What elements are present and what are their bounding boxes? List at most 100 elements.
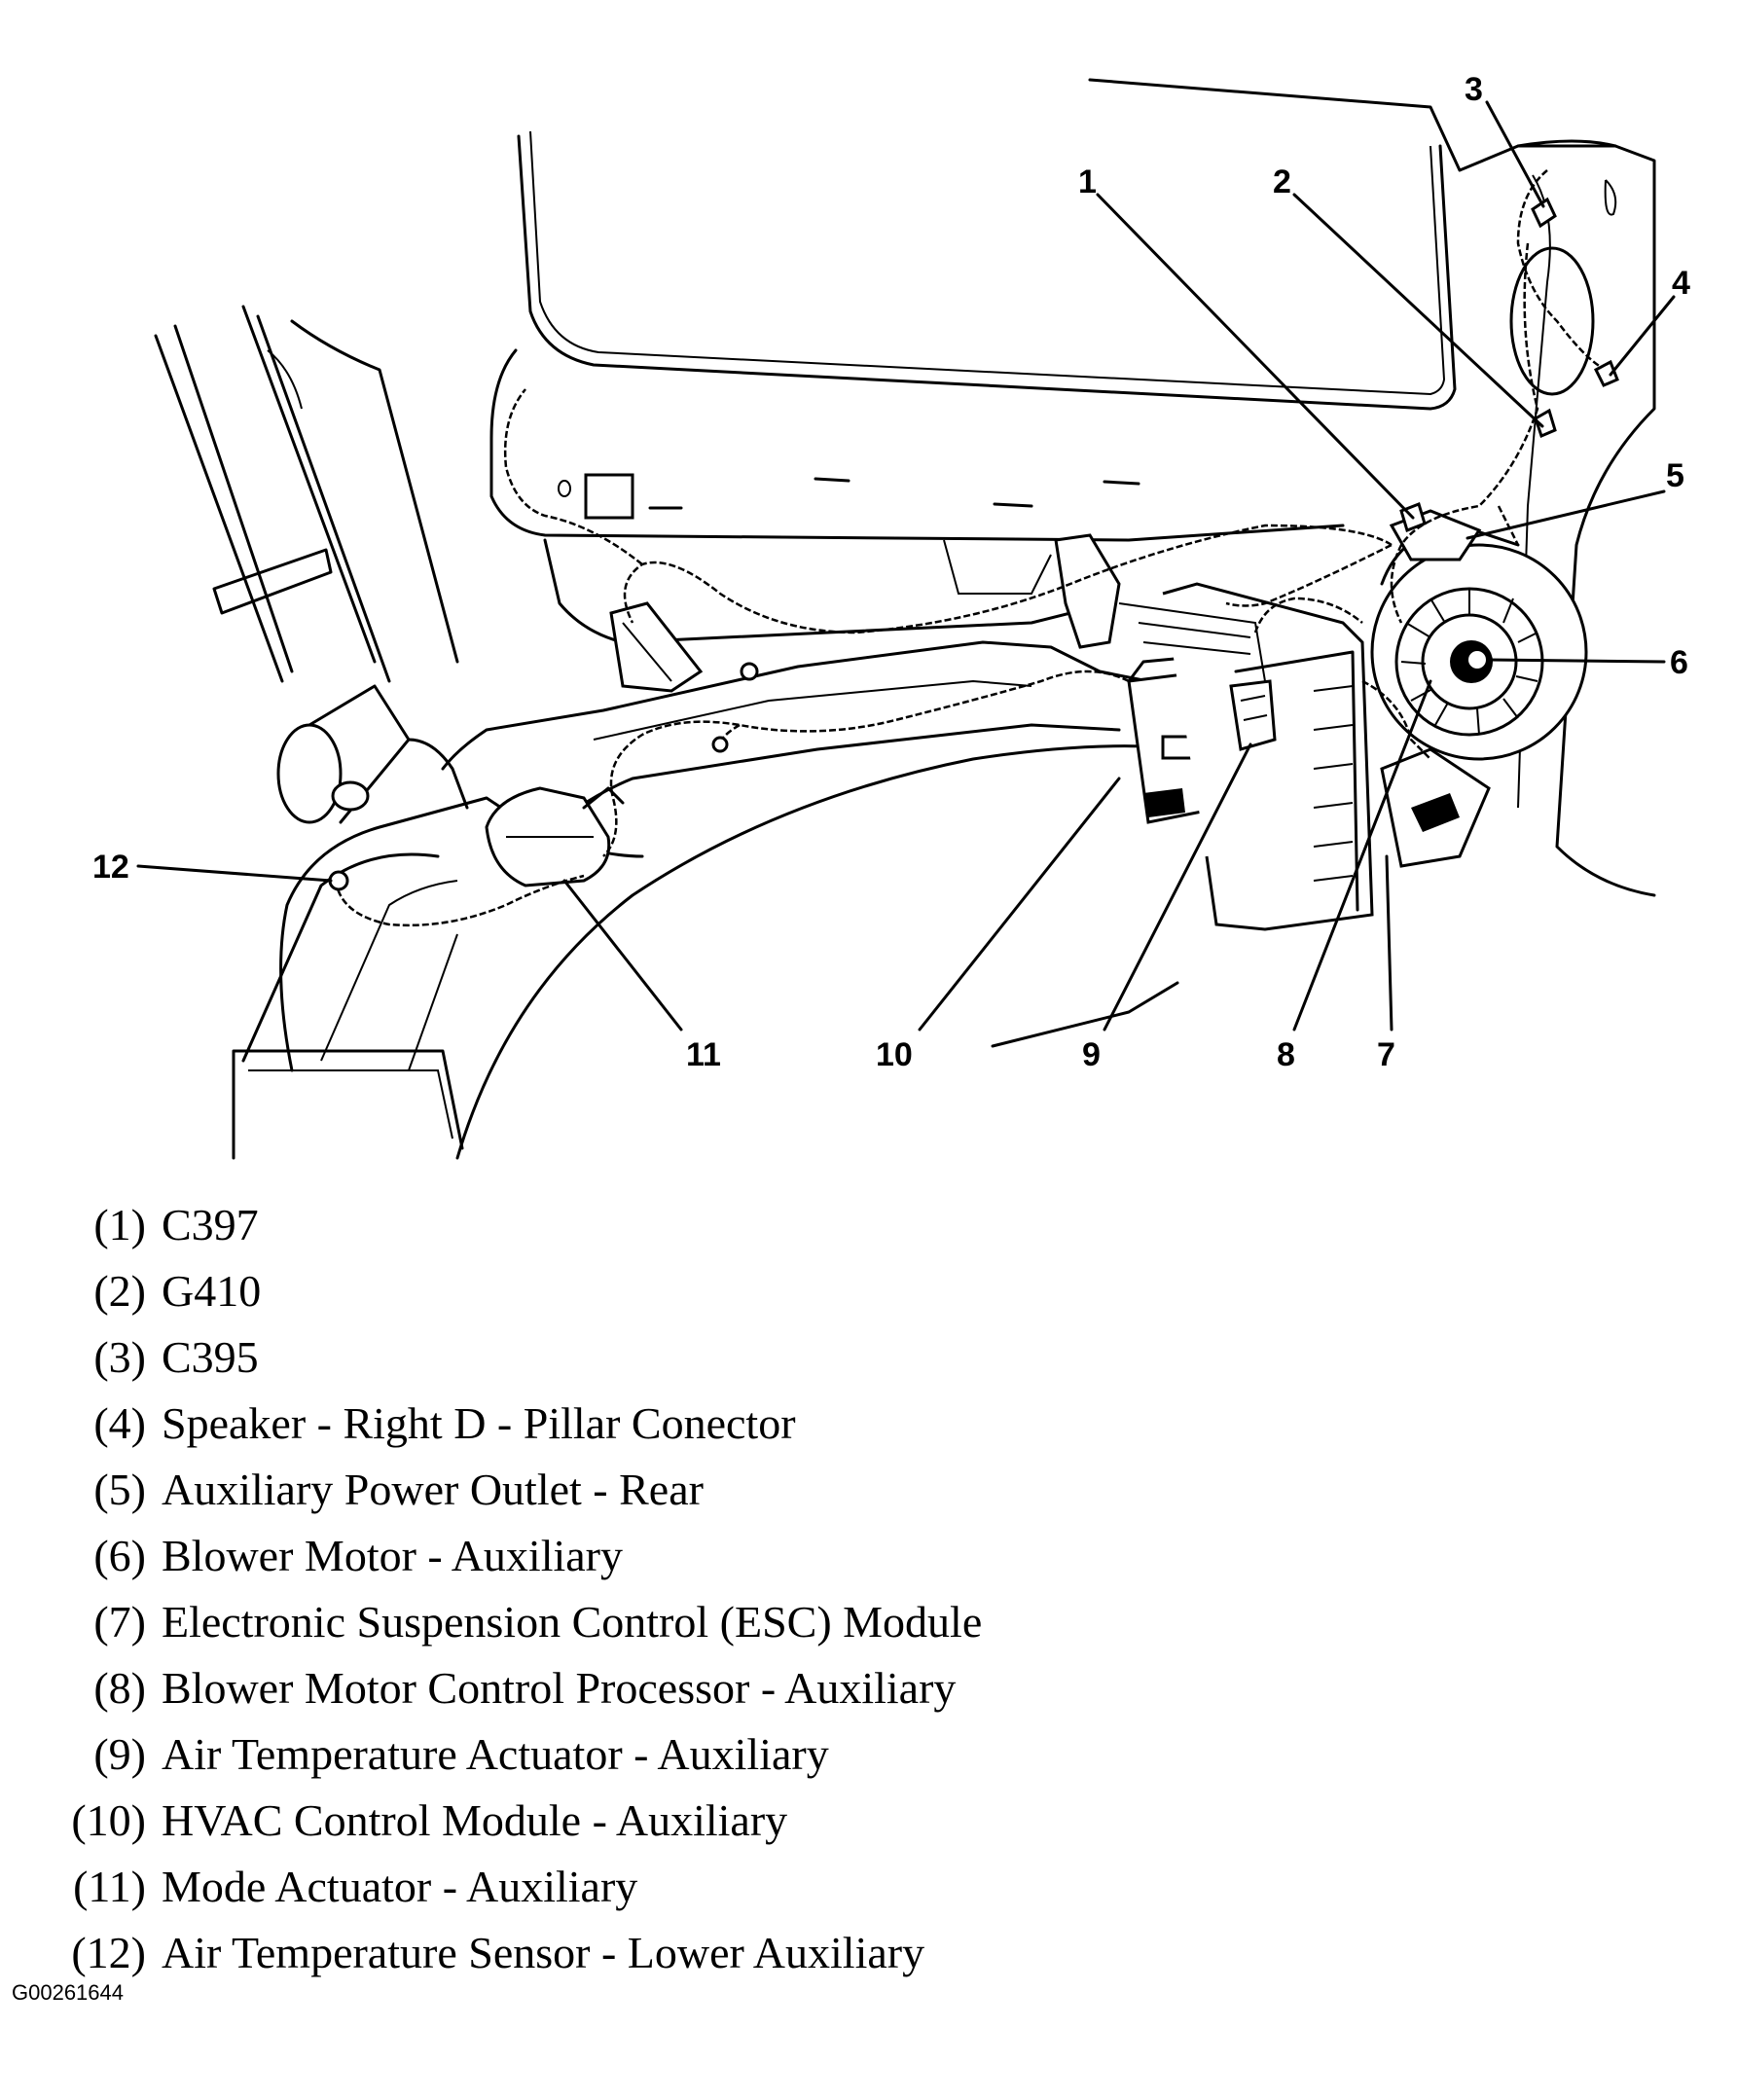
d-pillar-inner xyxy=(1517,174,1551,809)
wheelhouse-arch xyxy=(455,744,1189,1160)
harness-clip-1 xyxy=(740,662,759,681)
mode-actuator-lever xyxy=(582,786,625,810)
callout-1: 1 xyxy=(1078,163,1097,200)
callout-10: 10 xyxy=(876,1036,913,1073)
blower-case-front xyxy=(1234,650,1359,912)
legend-item: (5) Auxiliary Power Outlet - Rear xyxy=(54,1457,1319,1523)
left-pillar-outer xyxy=(154,334,284,683)
latch-arm xyxy=(407,738,469,810)
leader-6 xyxy=(1487,658,1666,664)
legend-item-label: Auxiliary Power Outlet - Rear xyxy=(162,1465,704,1514)
callout-4: 4 xyxy=(1672,265,1690,302)
legend-item-number: (3) xyxy=(93,1332,146,1382)
rear-window-frame xyxy=(517,134,1457,411)
legend-item-label: HVAC Control Module - Auxiliary xyxy=(162,1795,788,1845)
legend-item: (2) G410 xyxy=(54,1258,1319,1324)
wiring-harness-main xyxy=(1390,169,1607,624)
legend-item-label: Blower Motor Control Processor - Auxilia… xyxy=(162,1663,957,1713)
legend-item-label: C395 xyxy=(162,1332,259,1382)
legend-item: (10)HVAC Control Module - Auxiliary xyxy=(54,1788,1319,1854)
legend-item-number: (4) xyxy=(93,1398,146,1448)
legend-item: (3) C395 xyxy=(54,1324,1319,1391)
duct-rib-2 xyxy=(408,933,458,1071)
wiring-harness-blower xyxy=(1253,597,1431,760)
legend-item-number: (9) xyxy=(93,1729,146,1779)
callout-11: 11 xyxy=(686,1036,721,1073)
callout-5: 5 xyxy=(1666,457,1684,494)
duct-outlet-line xyxy=(622,622,672,682)
duct-rib-1 xyxy=(320,880,458,1062)
latch-body xyxy=(308,684,411,824)
duct-outlet-box xyxy=(609,601,704,693)
legend-item: (7)Electronic Suspension Control (ESC) M… xyxy=(54,1589,1319,1655)
legend-item: (8) Blower Motor Control Processor - Auxi… xyxy=(54,1655,1319,1721)
blower-hub-center xyxy=(1468,651,1486,669)
trim-hole xyxy=(558,480,571,497)
legend-item: (4) Speaker - Right D - Pillar Conector xyxy=(54,1391,1319,1457)
callout-8: 8 xyxy=(1277,1036,1295,1073)
legend-item-label: G410 xyxy=(162,1266,262,1316)
legend-item-number: (11) xyxy=(73,1862,146,1911)
floor-line xyxy=(991,981,1179,1048)
legend-item-number: (2) xyxy=(93,1266,146,1316)
leader-1 xyxy=(1096,193,1415,520)
callout-2: 2 xyxy=(1273,163,1291,200)
floor-duct-mid xyxy=(593,679,1032,741)
left-pillar-3 xyxy=(241,305,377,664)
legend-item-label: Mode Actuator - Auxiliary xyxy=(162,1862,638,1911)
duct-mouth-inner xyxy=(248,1069,453,1140)
legend-item: (6)Blower Motor - Auxiliary xyxy=(54,1523,1319,1589)
legend-item-number: (1) xyxy=(93,1200,146,1249)
legend-item-label: Blower Motor - Auxiliary xyxy=(162,1531,623,1580)
leader-11 xyxy=(562,879,683,1032)
wiring-harness-floor xyxy=(602,670,1130,857)
leader-9 xyxy=(1103,742,1252,1032)
leader-3 xyxy=(1485,100,1545,208)
connector-speaker xyxy=(1594,359,1619,387)
wiring-harness-trim xyxy=(503,388,1393,634)
trim-slot-2 xyxy=(814,477,850,483)
rear-window-inner xyxy=(529,130,1446,396)
leader-7 xyxy=(1385,854,1393,1032)
figure-id: G00261644 xyxy=(12,1980,124,2005)
case-filter xyxy=(1118,602,1266,682)
legend-item-number: (12) xyxy=(71,1928,146,1977)
leader-2 xyxy=(1292,193,1544,428)
leader-4 xyxy=(1609,295,1676,377)
upright-duct xyxy=(1054,533,1121,649)
esc-module-detail xyxy=(1411,793,1460,832)
callout-12: 12 xyxy=(92,849,129,886)
air-temp-actuator xyxy=(1229,679,1277,751)
quarter-trim-panel xyxy=(489,348,1345,542)
callout-6: 6 xyxy=(1670,644,1688,681)
latch-cylinder xyxy=(276,723,343,824)
legend-item-number: (8) xyxy=(93,1663,146,1713)
harness-clip-2 xyxy=(711,736,729,753)
legend-item-label: Air Temperature Actuator - Auxiliary xyxy=(162,1729,829,1779)
floor-duct-lower xyxy=(524,723,1121,849)
trim-ledge xyxy=(943,539,1052,595)
connector-g410 xyxy=(1534,408,1557,439)
leader-12 xyxy=(136,864,333,883)
left-pillar-bracket xyxy=(212,548,333,615)
legend-item-number: (5) xyxy=(93,1465,146,1514)
roof-edge xyxy=(1088,78,1617,172)
duct-mouth xyxy=(232,1049,464,1160)
left-pillar-tab xyxy=(267,349,303,410)
legend-item: (9) Air Temperature Actuator - Auxiliary xyxy=(54,1721,1319,1788)
callout-3: 3 xyxy=(1465,71,1483,108)
air-temp-actuator-detail xyxy=(1240,695,1268,721)
trim-slot-4 xyxy=(1103,480,1140,486)
legend-item-number: (7) xyxy=(93,1597,146,1647)
left-pillar-5 xyxy=(290,319,459,664)
pillar-slot xyxy=(1604,179,1617,216)
legend-item-label: Speaker - Right D - Pillar Conector xyxy=(162,1398,796,1448)
wiring-harness-sensor xyxy=(334,874,585,927)
floor-duct-upper xyxy=(441,640,1150,771)
legend-item: (12) Air Temperature Sensor - Lower Auxil… xyxy=(54,1920,1319,1986)
legend-item-label: Air Temperature Sensor - Lower Auxiliary xyxy=(162,1928,925,1977)
connector-c395 xyxy=(1531,197,1557,229)
latch-knob xyxy=(331,780,370,812)
left-pillar-2 xyxy=(173,324,294,673)
legend-item-label: C397 xyxy=(162,1200,259,1249)
